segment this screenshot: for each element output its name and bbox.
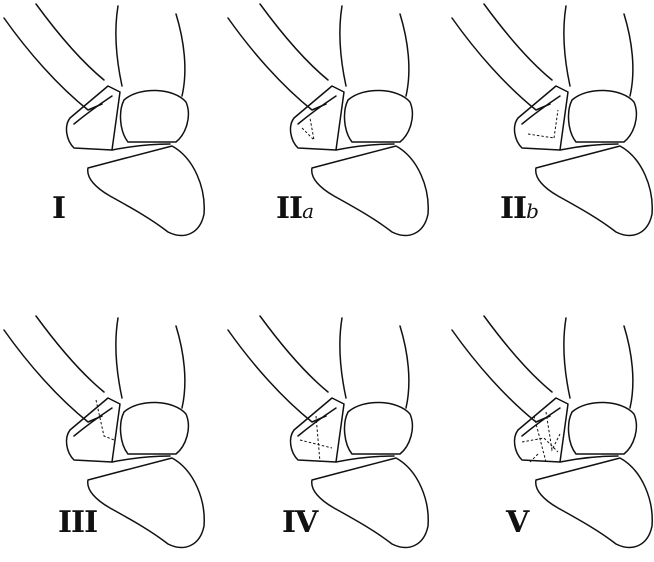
fibula-lateral <box>116 6 122 86</box>
calcaneus <box>312 458 428 547</box>
fibula-medial <box>400 326 409 408</box>
fibula-shaft <box>260 4 328 80</box>
ankle-diagram-IIa <box>224 0 444 250</box>
ankle-diagram-IV <box>224 312 444 562</box>
calcaneus <box>312 146 428 235</box>
calcaneus <box>88 146 204 235</box>
fibula-medial <box>624 14 633 96</box>
calcaneus <box>536 458 652 547</box>
talus <box>345 402 413 454</box>
fibula-lateral <box>340 318 346 398</box>
fibula-medial <box>176 14 185 96</box>
calcaneus <box>536 146 652 235</box>
fibula-shaft <box>36 4 104 80</box>
fracture-line <box>300 440 332 448</box>
fibula-medial <box>400 14 409 96</box>
fracture-line <box>302 118 314 140</box>
fibula-lateral <box>116 318 122 398</box>
fracture-line <box>528 134 554 138</box>
fracture-line <box>546 412 560 450</box>
talus <box>121 90 189 142</box>
fibula-shaft <box>260 316 328 392</box>
talus <box>569 402 637 454</box>
label-III: III <box>58 508 97 540</box>
fibula-lateral <box>564 318 570 398</box>
talus <box>569 90 637 142</box>
label-IV: IV <box>282 508 317 540</box>
label-IIb: IIb <box>500 194 538 226</box>
label-IIa: IIa <box>276 194 313 226</box>
label-I: I <box>52 194 65 226</box>
talus <box>345 90 413 142</box>
label-V: V <box>506 508 528 540</box>
fracture-line <box>554 110 558 138</box>
fibula-medial <box>176 326 185 408</box>
fracture-line <box>316 416 320 462</box>
ankle-diagram-III <box>0 312 220 562</box>
fibula-lateral <box>564 6 570 86</box>
ankle-diagram-IIb <box>448 0 654 250</box>
ankle-diagram-V <box>448 312 654 562</box>
ankle-diagram-I <box>0 0 220 250</box>
talus <box>121 402 189 454</box>
calcaneus <box>88 458 204 547</box>
fibula-shaft <box>484 316 552 392</box>
fibula-lateral <box>340 6 346 86</box>
fibula-shaft <box>484 4 552 80</box>
fibula-shaft <box>36 316 104 392</box>
fibula-medial <box>624 326 633 408</box>
